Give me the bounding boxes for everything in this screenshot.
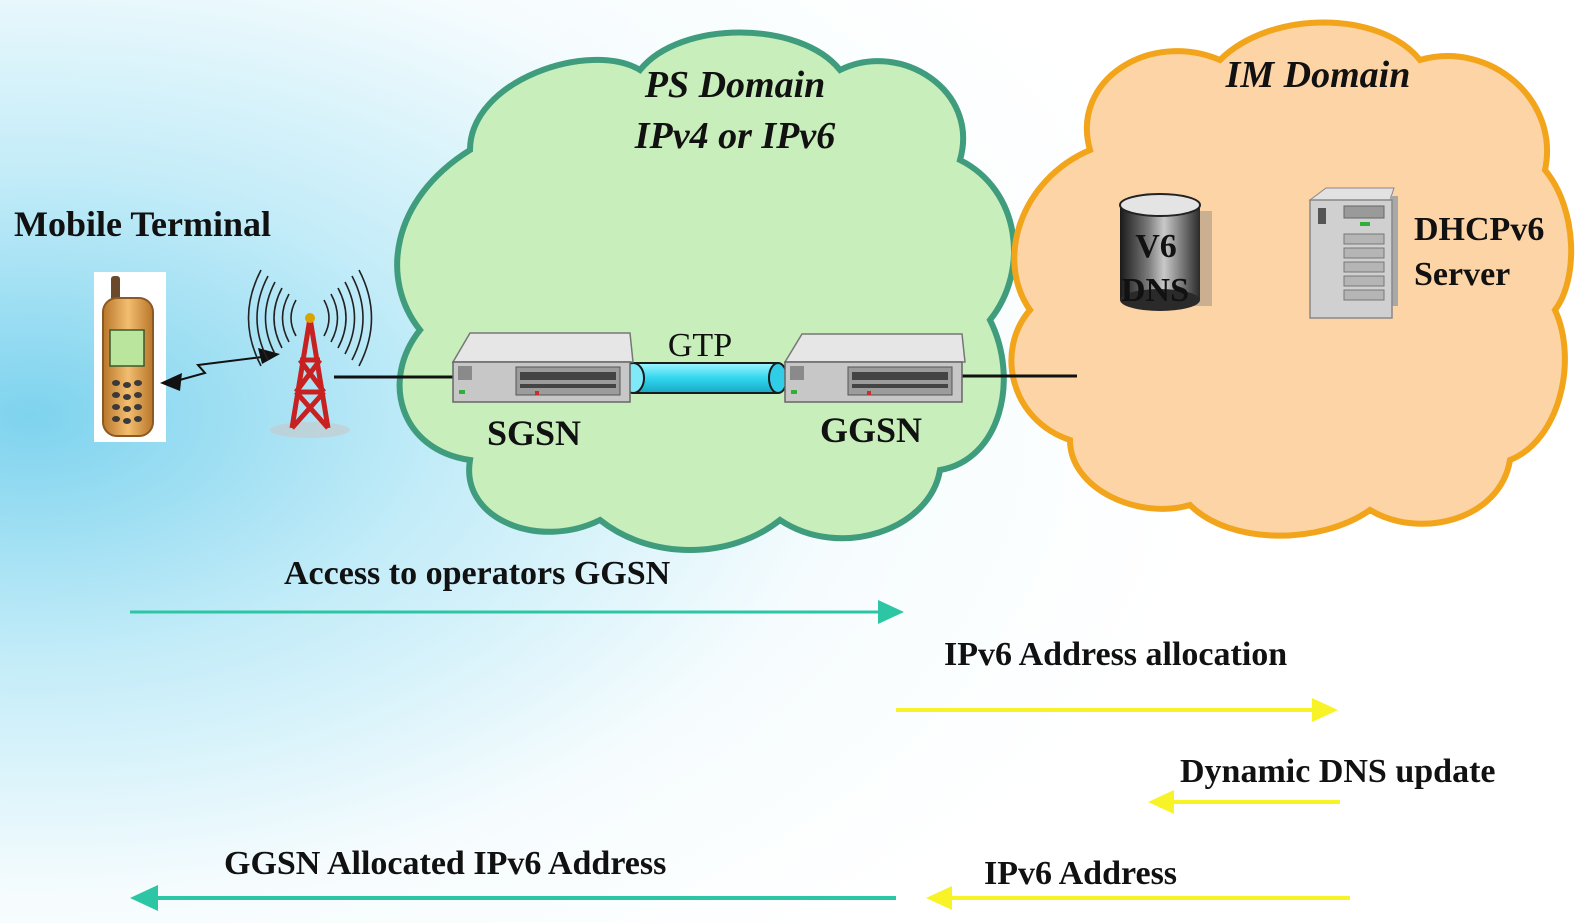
- antenna-tower-icon: [247, 269, 373, 438]
- flow-arrow-ipv6-allocation: [896, 698, 1338, 722]
- dns-label-line2: DNS: [1121, 272, 1189, 309]
- flow-label-access-ggsn: Access to operators GGSN: [284, 555, 671, 592]
- v6-dns-database-icon: [1119, 193, 1212, 311]
- flow-arrow-ipv6-address: [926, 886, 1350, 910]
- ggsn-server-icon: [783, 333, 966, 403]
- ps-domain-title-line1: PS Domain: [644, 64, 826, 106]
- im-domain-title: IM Domain: [1225, 54, 1411, 96]
- dhcp-label-line1: DHCPv6: [1414, 211, 1544, 248]
- flow-arrow-access-ggsn: [130, 600, 904, 624]
- flow-label-dynamic-dns: Dynamic DNS update: [1180, 753, 1495, 790]
- gtp-tunnel: [621, 362, 788, 394]
- sgsn-label: SGSN: [487, 413, 581, 453]
- dhcpv6-server-icon: [1308, 187, 1398, 319]
- gtp-label: GTP: [668, 327, 732, 364]
- mobile-terminal-label: Mobile Terminal: [14, 204, 271, 244]
- ps-domain-cloud: [394, 29, 1017, 553]
- dhcp-label-line2: Server: [1414, 256, 1510, 293]
- flow-label-ipv6-address: IPv6 Address: [984, 855, 1177, 892]
- ggsn-label: GGSN: [820, 410, 922, 450]
- flow-arrow-ggsn-allocated: [130, 885, 896, 911]
- dns-label-line1: V6: [1135, 228, 1177, 265]
- ps-domain-title-line2: IPv4 or IPv6: [634, 115, 836, 157]
- im-domain-cloud: [1008, 19, 1575, 539]
- flow-label-ipv6-allocation: IPv6 Address allocation: [944, 636, 1287, 673]
- mobile-phone-icon: [94, 272, 166, 442]
- flow-label-ggsn-allocated: GGSN Allocated IPv6 Address: [224, 845, 666, 882]
- sgsn-server-icon: [451, 332, 634, 403]
- flow-arrow-dynamic-dns: [1148, 790, 1340, 814]
